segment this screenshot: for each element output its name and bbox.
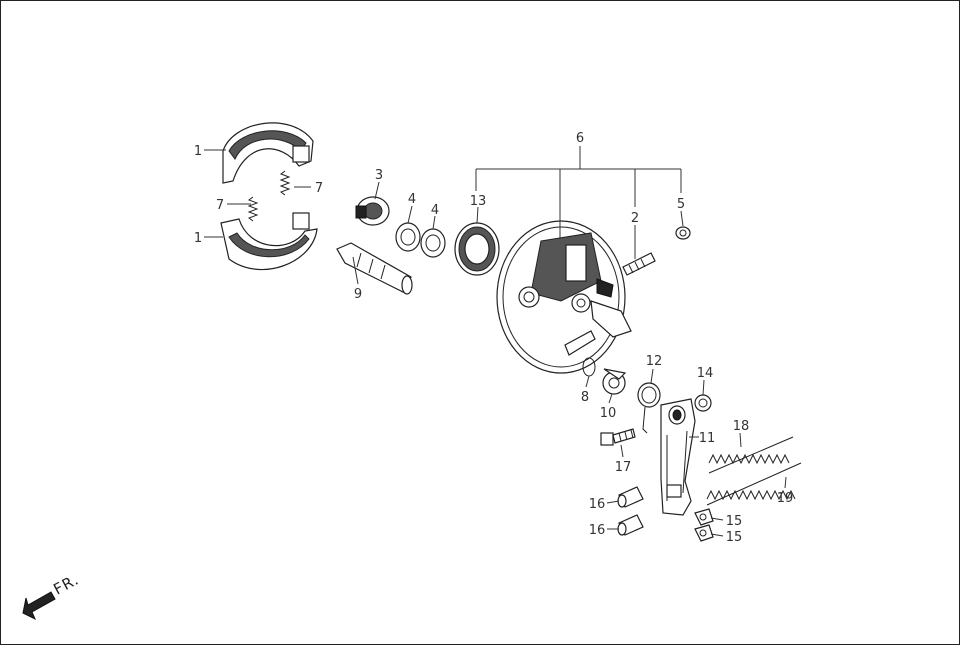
callout-12: 12: [646, 354, 663, 369]
callout-4-right: 4: [431, 203, 439, 218]
leader-lines: [204, 146, 787, 537]
washer-right: [420, 228, 446, 258]
arm-nut: [694, 394, 712, 412]
callout-8: 8: [581, 390, 589, 405]
callout-7-right: 7: [315, 181, 323, 196]
front-direction-label: FR.: [50, 570, 82, 598]
arm-bolt: [600, 428, 636, 446]
callout-4-left: 4: [408, 192, 416, 207]
callout-13: 13: [470, 194, 487, 209]
callout-16-upper: 16: [589, 497, 606, 512]
speedometer-gear: [355, 196, 390, 226]
shoe-spring-right: [279, 170, 291, 196]
brake-arm: [660, 398, 696, 516]
callout-1-lower: 1: [194, 231, 202, 246]
callout-3: 3: [375, 168, 383, 183]
callout-15-lower: 15: [726, 530, 743, 545]
brake-panel: [496, 220, 632, 374]
brake-cam-shaft: [336, 242, 413, 295]
spring-19: [706, 462, 802, 506]
pin-16-lower: [617, 514, 644, 536]
callout-17: 17: [615, 460, 632, 475]
wear-indicator-plate: [602, 368, 627, 395]
pin-16-upper: [617, 486, 644, 508]
callout-11: 11: [699, 431, 716, 446]
panel-bolt: [622, 252, 656, 276]
callout-18: 18: [733, 419, 750, 434]
callout-1-upper: 1: [194, 144, 202, 159]
callout-19: 19: [777, 491, 794, 506]
washer-left: [395, 222, 421, 252]
callout-7-left: 7: [216, 198, 224, 213]
small-nut: [675, 226, 691, 240]
callout-16-lower: 16: [589, 523, 606, 538]
shoe-spring-left: [247, 196, 259, 222]
brake-shoe-lower: [220, 212, 318, 271]
callout-9: 9: [354, 287, 362, 302]
return-spring: [637, 382, 661, 434]
callout-15-upper: 15: [726, 514, 743, 529]
front-direction-arrow-icon: [22, 591, 56, 621]
callout-2: 2: [631, 211, 639, 226]
clip-15-upper: [694, 508, 714, 526]
callout-10: 10: [600, 406, 617, 421]
spring-18: [708, 436, 794, 474]
oil-seal: [454, 222, 500, 276]
brake-shoe-upper: [222, 122, 314, 184]
callout-6: 6: [576, 131, 584, 146]
callout-5: 5: [677, 197, 685, 212]
callout-14: 14: [697, 366, 714, 381]
callout-labels: 1 1 7 7 3 9 4 4 13 6 2 5 8 10 12 14 11 1…: [194, 131, 793, 545]
clip-15-lower: [694, 524, 714, 542]
